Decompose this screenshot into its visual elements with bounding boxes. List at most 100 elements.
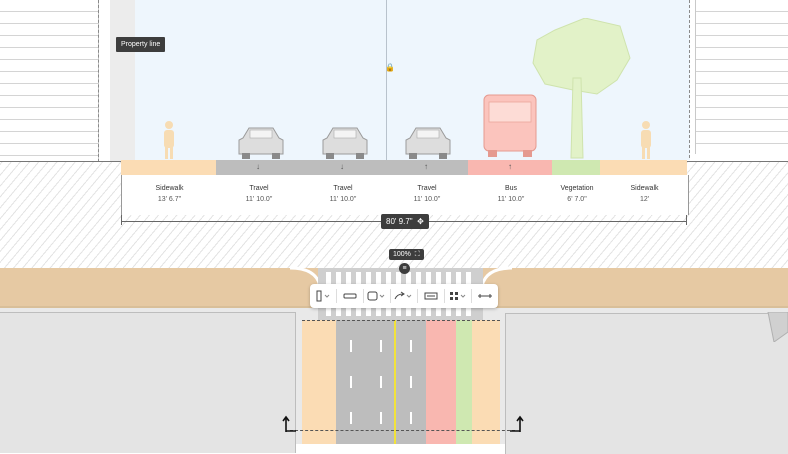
- toolbar-separator: [417, 289, 418, 303]
- property-line-label: Property line: [116, 37, 166, 52]
- more-tool-icon: [478, 294, 492, 298]
- bus-icon[interactable]: [482, 93, 538, 158]
- drag-handle-icon: ≡: [402, 265, 407, 272]
- total-width-label[interactable]: 80' 9.7" ✥: [381, 214, 429, 229]
- lane-width: 11' 10.0": [329, 196, 357, 203]
- section-lane-travel[interactable]: ↓: [216, 160, 300, 175]
- lane-label-sidewalk[interactable]: Sidewalk 13' 6.7": [122, 183, 217, 205]
- up-arrow-icon: ↑: [508, 162, 512, 171]
- section-cut-line[interactable]: [290, 430, 515, 431]
- lane-name: Sidewalk: [630, 185, 659, 192]
- turn-arrow-tool-button[interactable]: [391, 284, 417, 308]
- move-handle-icon[interactable]: ✥: [414, 217, 424, 226]
- lane-marking: [380, 340, 382, 352]
- width-tool-icon: [424, 292, 438, 300]
- lane-name: Vegetation: [560, 185, 594, 192]
- grid-tool-button[interactable]: [445, 284, 471, 308]
- toolbar-separator: [471, 289, 472, 303]
- vehicle-tool-button[interactable]: [364, 284, 390, 308]
- lane-width: 13' 6.7": [157, 196, 182, 203]
- plan-toolbar: [310, 284, 498, 308]
- pedestrian-icon[interactable]: [161, 120, 177, 160]
- lane-marking: [350, 340, 352, 352]
- plan-lane-travel[interactable]: [366, 320, 396, 444]
- lane-marking: [350, 376, 352, 388]
- lane-width: 11' 10.0": [245, 196, 273, 203]
- lane-label-vegetation[interactable]: Vegetation 6' 7.0": [553, 183, 601, 205]
- plan-lane-travel[interactable]: [336, 320, 366, 444]
- section-lane-strip: ↓ ↓ ↑ ↑: [121, 160, 687, 175]
- lane-width: 11' 10.0": [413, 196, 441, 203]
- lane-width: 11' 10.0": [497, 196, 525, 203]
- grid-tool-icon: [450, 292, 466, 300]
- lane-name: Sidewalk: [155, 185, 184, 192]
- section-lane-sidewalk[interactable]: [121, 160, 216, 175]
- up-arrow-icon: ↑: [424, 162, 428, 171]
- lane-name: Travel: [333, 185, 353, 192]
- property-line-left[interactable]: [98, 0, 99, 162]
- lane-marking: [410, 340, 412, 352]
- building-right: [695, 0, 788, 154]
- car-icon[interactable]: [321, 126, 369, 160]
- toolbar-separator: [444, 289, 445, 303]
- zoom-value: 100%: [393, 251, 411, 258]
- section-marker-left-icon[interactable]: [282, 415, 298, 433]
- sidewalk-tool-button[interactable]: [310, 284, 336, 308]
- plan-lane-bus[interactable]: [426, 320, 456, 444]
- plan-lane-sidewalk[interactable]: [302, 320, 336, 444]
- plan-lane-travel[interactable]: [396, 320, 426, 444]
- toolbar-separator: [336, 289, 337, 303]
- plan-lane-vegetation[interactable]: [456, 320, 472, 444]
- lane-label-bus[interactable]: Bus 11' 10.0": [469, 183, 553, 205]
- lane-name: Travel: [417, 185, 437, 192]
- vehicle-tool-icon: [367, 291, 385, 301]
- section-lane-vegetation[interactable]: [552, 160, 600, 175]
- lane-marking: [410, 412, 412, 424]
- lane-marking: [350, 412, 352, 424]
- section-lane-travel[interactable]: ↓: [300, 160, 384, 175]
- lane-marking: [380, 412, 382, 424]
- plan-lanes: [302, 320, 500, 444]
- plan-lane-sidewalk[interactable]: [472, 320, 500, 444]
- lane-width: 6' 7.0": [567, 196, 587, 203]
- block-right: [505, 313, 788, 454]
- lane-labels-panel: Sidewalk 13' 6.7" Travel 11' 10.0" Trave…: [121, 175, 689, 215]
- dimension-tick: [686, 215, 687, 225]
- section-center-line: [386, 0, 387, 162]
- down-arrow-icon: ↓: [256, 162, 260, 171]
- tree-icon[interactable]: [525, 18, 635, 163]
- zoom-indicator[interactable]: 100% ⛶: [389, 249, 424, 260]
- lock-icon[interactable]: 🔒: [385, 63, 395, 72]
- lane-label-sidewalk[interactable]: Sidewalk 12': [601, 183, 688, 205]
- section-lane-travel[interactable]: ↑: [384, 160, 468, 175]
- turn-arrow-tool-icon: [394, 291, 412, 300]
- lane-label-travel[interactable]: Travel 11' 10.0": [385, 183, 469, 205]
- sidewalk-tool-icon: [316, 290, 330, 302]
- plan-selection-top: [302, 320, 500, 321]
- property-pole: [110, 0, 135, 162]
- pedestrian-icon[interactable]: [638, 120, 654, 160]
- lane-tool-button[interactable]: [337, 284, 363, 308]
- section-lane-sidewalk[interactable]: [600, 160, 687, 175]
- lane-tool-icon: [343, 293, 357, 299]
- lane-label-travel[interactable]: Travel 11' 10.0": [301, 183, 385, 205]
- lane-name: Bus: [504, 185, 518, 192]
- lane-marking: [380, 376, 382, 388]
- section-lane-bus[interactable]: ↑: [468, 160, 552, 175]
- building-left: [0, 0, 99, 162]
- path-segment: [767, 312, 788, 342]
- property-line-right[interactable]: [689, 0, 690, 158]
- width-tool-button[interactable]: [418, 284, 444, 308]
- down-arrow-icon: ↓: [340, 162, 344, 171]
- toolbar-separator: [390, 289, 391, 303]
- center-yellow-line: [394, 320, 396, 444]
- section-marker-right-icon[interactable]: [508, 415, 524, 433]
- view-divider-handle[interactable]: ≡: [399, 263, 410, 274]
- car-icon[interactable]: [404, 126, 452, 160]
- car-icon[interactable]: [237, 126, 285, 160]
- lane-label-travel[interactable]: Travel 11' 10.0": [217, 183, 301, 205]
- fullscreen-icon[interactable]: ⛶: [412, 251, 420, 258]
- lane-marking: [410, 376, 412, 388]
- more-tool-button[interactable]: [472, 284, 498, 308]
- block-left: [0, 312, 296, 453]
